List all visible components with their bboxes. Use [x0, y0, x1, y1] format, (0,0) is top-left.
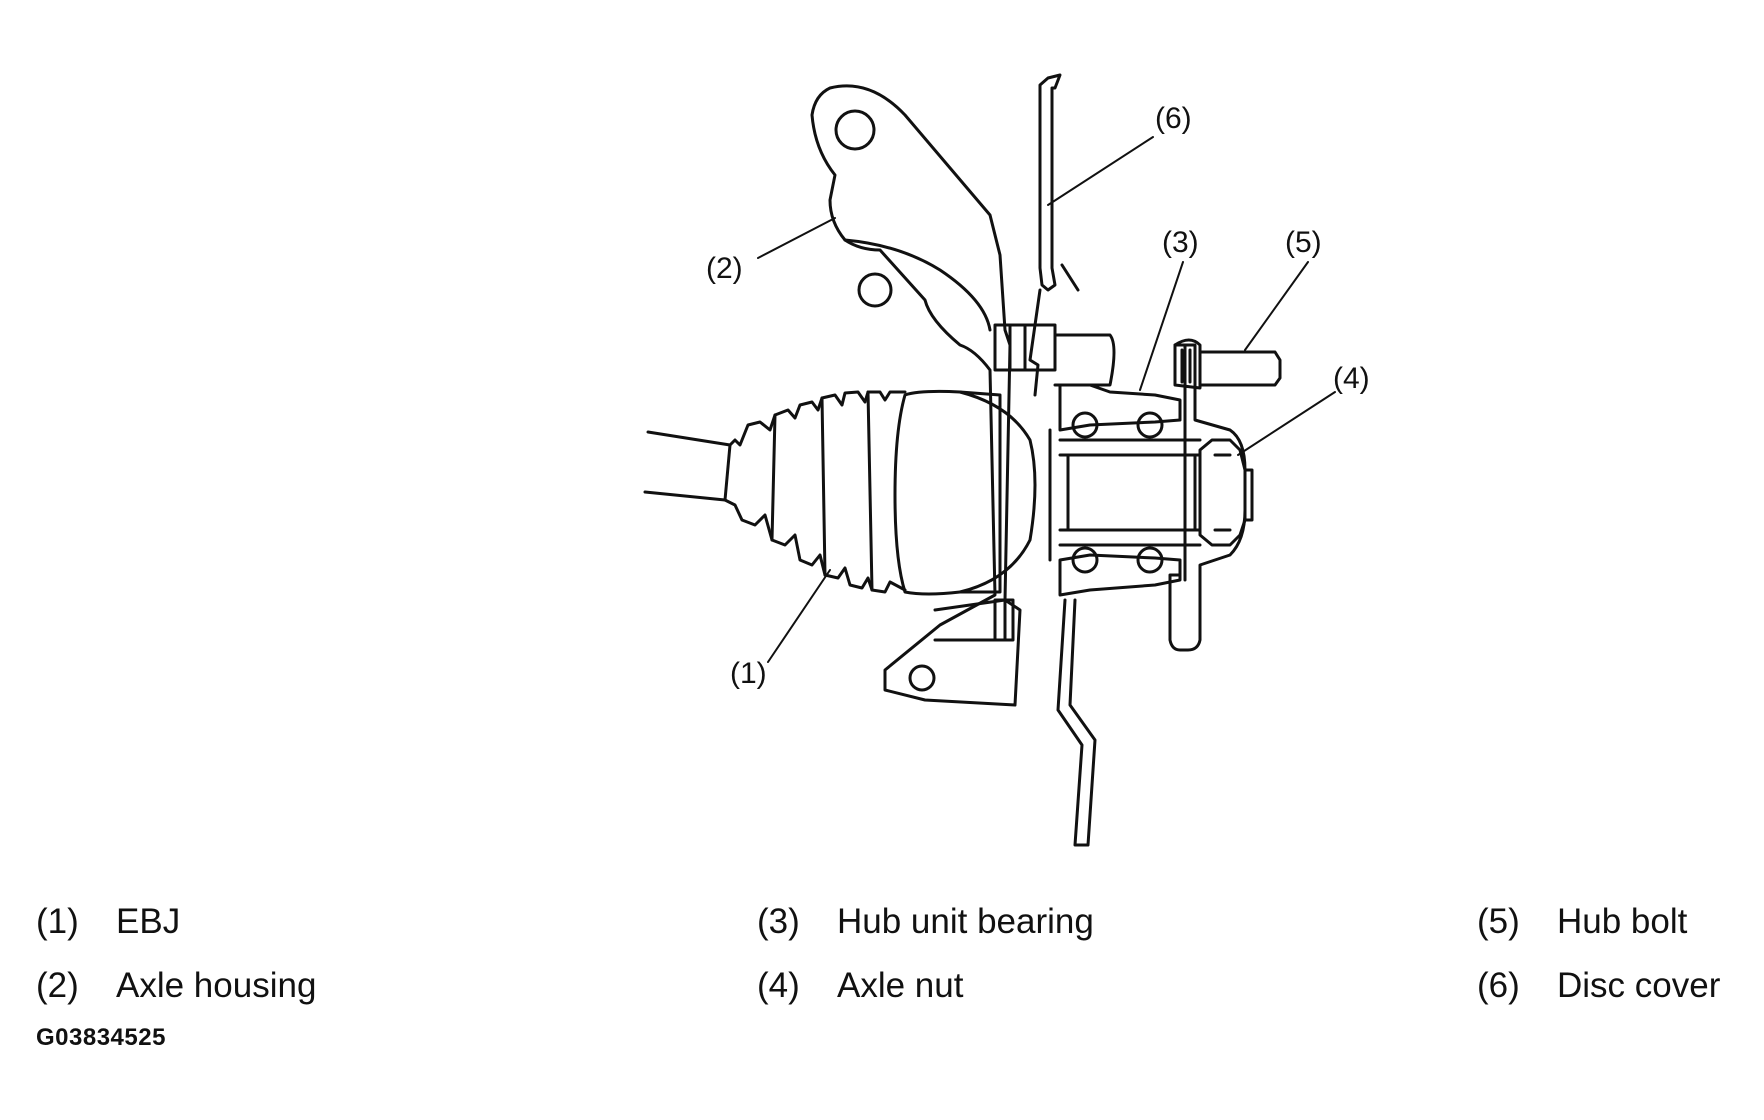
ebj-outer-race	[893, 389, 1037, 596]
leader-line-4	[1237, 391, 1336, 456]
callout-label-1: (1)	[730, 657, 767, 690]
housing-bolts	[993, 323, 1116, 642]
leader-lines	[757, 136, 1336, 663]
leader-line-6	[1047, 136, 1154, 206]
legend-number: (6)	[1477, 966, 1520, 1005]
leader-line-3	[1139, 261, 1184, 391]
callout-label-2: (2)	[706, 252, 743, 285]
hub-bolt	[1173, 338, 1282, 390]
callout-label-6: (6)	[1155, 102, 1192, 135]
callout-label-5: (5)	[1285, 226, 1322, 259]
leader-line-1	[767, 569, 831, 663]
legend-number: (1)	[36, 902, 79, 941]
hub-flange	[1168, 343, 1247, 652]
axle-spindle	[1058, 453, 1202, 532]
disc-cover	[1028, 73, 1097, 847]
legend-text: Hub bolt	[1557, 902, 1688, 941]
leader-line-2	[757, 217, 836, 259]
legend-number: (4)	[757, 966, 800, 1005]
legend-item-2: (2) Axle housing	[36, 966, 316, 1006]
axle-assembly-diagram: (6) (2) (3) (5) (4) (1)	[643, 73, 1370, 847]
drive-shaft	[643, 430, 732, 502]
leader-line-5	[1244, 261, 1309, 351]
legend-text: Hub unit bearing	[837, 902, 1094, 941]
legend-item-4: (4) Axle nut	[757, 966, 963, 1006]
hub-unit-bearing	[1048, 383, 1202, 597]
legend-number: (2)	[36, 966, 79, 1005]
figure-code: G03834525	[36, 1024, 166, 1051]
axle-housing	[810, 84, 1022, 707]
axle-nut	[1198, 438, 1254, 547]
callout-label-4: (4)	[1333, 362, 1370, 395]
legend-number: (3)	[757, 902, 800, 941]
legend-text: EBJ	[116, 902, 181, 941]
callout-label-3: (3)	[1162, 226, 1199, 259]
legend-text: Disc cover	[1557, 966, 1721, 1005]
legend-item-6: (6) Disc cover	[1477, 966, 1720, 1006]
ebj-boot	[723, 390, 907, 594]
legend-text: Axle housing	[116, 966, 317, 1005]
legend-item-3: (3) Hub unit bearing	[757, 902, 1094, 942]
legend-item-5: (5) Hub bolt	[1477, 902, 1687, 942]
legend-item-1: (1) EBJ	[36, 902, 180, 942]
legend-number: (5)	[1477, 902, 1520, 941]
legend-text: Axle nut	[837, 966, 964, 1005]
